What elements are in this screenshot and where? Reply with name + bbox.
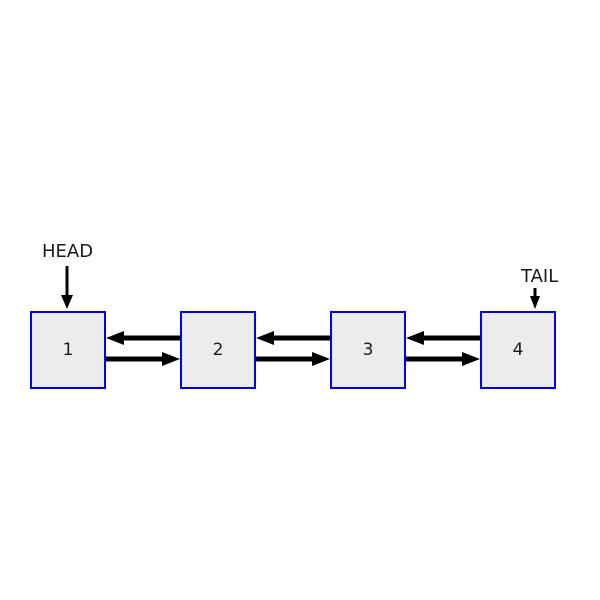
- tail-pointer-label: TAIL: [521, 266, 559, 287]
- list-node-1[interactable]: 1: [30, 311, 106, 389]
- prev-arrow-3-to-2-icon: [256, 331, 330, 345]
- tail-pointer-arrow-icon: [527, 288, 543, 315]
- list-node-2[interactable]: 2: [180, 311, 256, 389]
- prev-arrow-2-to-1-icon: [106, 331, 180, 345]
- node-value: 2: [212, 339, 224, 360]
- next-arrow-1-to-2-icon: [106, 352, 180, 366]
- prev-arrow-4-to-3-icon: [406, 331, 480, 345]
- next-arrow-2-to-3-icon: [256, 352, 330, 366]
- list-node-3[interactable]: 3: [330, 311, 406, 389]
- node-value: 3: [362, 339, 374, 360]
- node-value: 4: [512, 339, 524, 360]
- head-pointer-arrow-icon: [59, 266, 75, 315]
- node-value: 1: [62, 339, 74, 360]
- head-pointer-label: HEAD: [42, 241, 94, 262]
- next-arrow-3-to-4-icon: [406, 352, 480, 366]
- list-node-4[interactable]: 4: [480, 311, 556, 389]
